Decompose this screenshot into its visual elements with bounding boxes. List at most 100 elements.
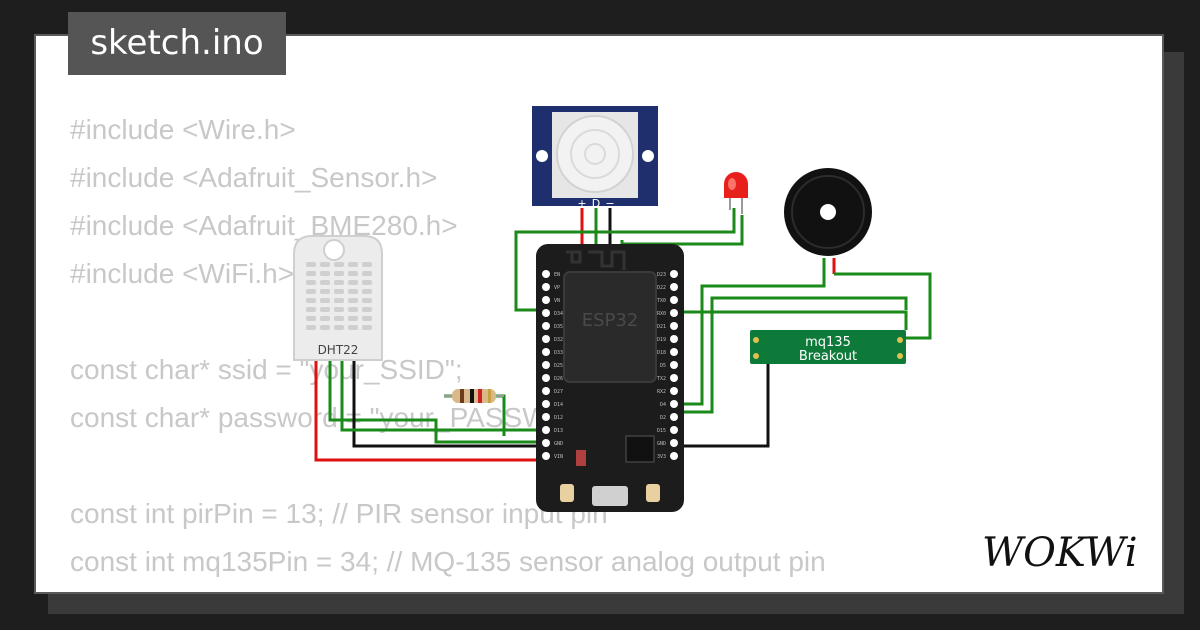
- red-led[interactable]: [724, 172, 748, 214]
- esp32-pin[interactable]: [670, 322, 678, 330]
- esp32-pin[interactable]: [670, 400, 678, 408]
- esp32-pin-label: D13: [554, 428, 563, 434]
- esp32-pin[interactable]: [542, 322, 550, 330]
- esp32-pin-label: D33: [554, 350, 563, 356]
- esp32-pin-label: VN: [554, 298, 560, 304]
- resistor[interactable]: [444, 389, 504, 403]
- buzzer[interactable]: [784, 168, 872, 256]
- esp32-pin[interactable]: [670, 452, 678, 460]
- esp32-board[interactable]: ESP32 ENVPVND34D35D32D33D25D26D27D14D12D…: [536, 244, 684, 512]
- code-line: #include <WiFi.h>: [70, 258, 295, 289]
- esp32-pin[interactable]: [542, 439, 550, 447]
- esp32-pin-label: D18: [657, 350, 666, 356]
- dht-vent-slot: [306, 289, 316, 294]
- esp32-pin-label: GND: [657, 441, 666, 447]
- esp32-pin-label: GND: [554, 441, 563, 447]
- dht-vent-slot: [320, 262, 330, 267]
- dht-vent-slot: [306, 325, 316, 330]
- esp32-pin-label: D5: [660, 363, 666, 369]
- dht-vent-slot: [362, 325, 372, 330]
- esp32-pin-label: D2: [660, 415, 666, 421]
- esp32-pin[interactable]: [542, 387, 550, 395]
- wire-mq-ao: [680, 296, 908, 414]
- dht-vent-slot: [334, 298, 344, 303]
- dht-vent-slot: [334, 289, 344, 294]
- esp32-pin-label: D15: [657, 428, 666, 434]
- esp32-pin[interactable]: [670, 283, 678, 291]
- esp32-pin[interactable]: [542, 452, 550, 460]
- esp32-pin[interactable]: [670, 309, 678, 317]
- code-background: #include <Wire.h>#include <Adafruit_Sens…: [70, 106, 826, 586]
- esp32-pin[interactable]: [542, 400, 550, 408]
- mq135-label-line1: mq135: [805, 335, 851, 350]
- dht-vent-slot: [362, 271, 372, 276]
- antenna: [566, 250, 626, 270]
- pir-pin-data: D: [592, 197, 600, 210]
- esp32-pin[interactable]: [542, 335, 550, 343]
- esp32-pin-label: TX0: [657, 298, 666, 304]
- esp32-pin[interactable]: [542, 413, 550, 421]
- reset-button: [646, 484, 660, 502]
- dht-vent-slot: [362, 298, 372, 303]
- esp32-pin-label: EN: [554, 272, 560, 278]
- esp32-pin[interactable]: [670, 426, 678, 434]
- esp32-pin-label: D22: [657, 285, 666, 291]
- dht22-sensor[interactable]: DHT22: [293, 235, 383, 361]
- esp32-pin[interactable]: [670, 413, 678, 421]
- dht-vent-slot: [306, 298, 316, 303]
- esp32-pin[interactable]: [542, 296, 550, 304]
- dht-vent-slot: [306, 307, 316, 312]
- esp32-pin[interactable]: [670, 439, 678, 447]
- file-tab[interactable]: sketch.ino: [68, 12, 286, 75]
- esp32-pin[interactable]: [670, 296, 678, 304]
- esp32-pin-label: TX2: [657, 376, 666, 382]
- esp32-pin-label: D25: [554, 363, 563, 369]
- boot-button: [560, 484, 574, 502]
- esp32-pin-label: D14: [554, 402, 563, 408]
- esp32-pin-label: D19: [657, 337, 666, 343]
- esp32-right-pins: D23D22TX0RX0D21D19D18D5TX2RX2D4D2D15GND3…: [657, 270, 678, 460]
- esp32-pin[interactable]: [542, 270, 550, 278]
- esp32-pin[interactable]: [542, 348, 550, 356]
- usb-port: [592, 486, 628, 506]
- wire-dht-res: [340, 360, 554, 432]
- dht-vent-slot: [362, 280, 372, 285]
- dht-vent-slot: [334, 316, 344, 321]
- esp32-pin-label: RX0: [657, 311, 666, 317]
- esp32-pin[interactable]: [542, 309, 550, 317]
- wokwi-logo: WOKWi: [982, 530, 1138, 576]
- dht-vent-slot: [320, 289, 330, 294]
- pir-sensor[interactable]: + D −: [532, 106, 658, 210]
- esp32-pin[interactable]: [542, 361, 550, 369]
- dht-vent-slot: [306, 262, 316, 267]
- dht-vent-slot: [348, 271, 358, 276]
- dht-vent-slot: [362, 289, 372, 294]
- esp32-pin[interactable]: [542, 283, 550, 291]
- esp32-pin-label: D35: [554, 324, 563, 330]
- esp32-pin-label: D27: [554, 389, 563, 395]
- wire-mq-gnd: [680, 354, 770, 448]
- esp32-pin[interactable]: [542, 374, 550, 382]
- esp32-pin[interactable]: [670, 374, 678, 382]
- dht-vent-slot: [362, 307, 372, 312]
- dht-vent-slot: [306, 316, 316, 321]
- wire-dht-data: [328, 360, 554, 444]
- esp32-pin[interactable]: [542, 426, 550, 434]
- esp32-pin[interactable]: [670, 361, 678, 369]
- mq135-breakout[interactable]: mq135 Breakout: [750, 330, 906, 364]
- wire-buzzer: [680, 258, 826, 406]
- esp32-pin[interactable]: [670, 270, 678, 278]
- esp32-pin-label: 3V3: [657, 454, 666, 460]
- esp32-pin[interactable]: [670, 335, 678, 343]
- code-line: #include <Adafruit_Sensor.h>: [70, 162, 438, 193]
- dht22-label: DHT22: [318, 343, 359, 357]
- dht-vent-slot: [348, 325, 358, 330]
- dht-vent-slot: [320, 307, 330, 312]
- pir-pin-gnd: −: [605, 197, 614, 210]
- mq135-label-line2: Breakout: [799, 349, 857, 364]
- esp32-pin[interactable]: [670, 348, 678, 356]
- esp32-left-pins: ENVPVND34D35D32D33D25D26D27D14D12D13GNDV…: [542, 270, 563, 460]
- esp32-pin[interactable]: [670, 387, 678, 395]
- dht-vent-slot: [348, 307, 358, 312]
